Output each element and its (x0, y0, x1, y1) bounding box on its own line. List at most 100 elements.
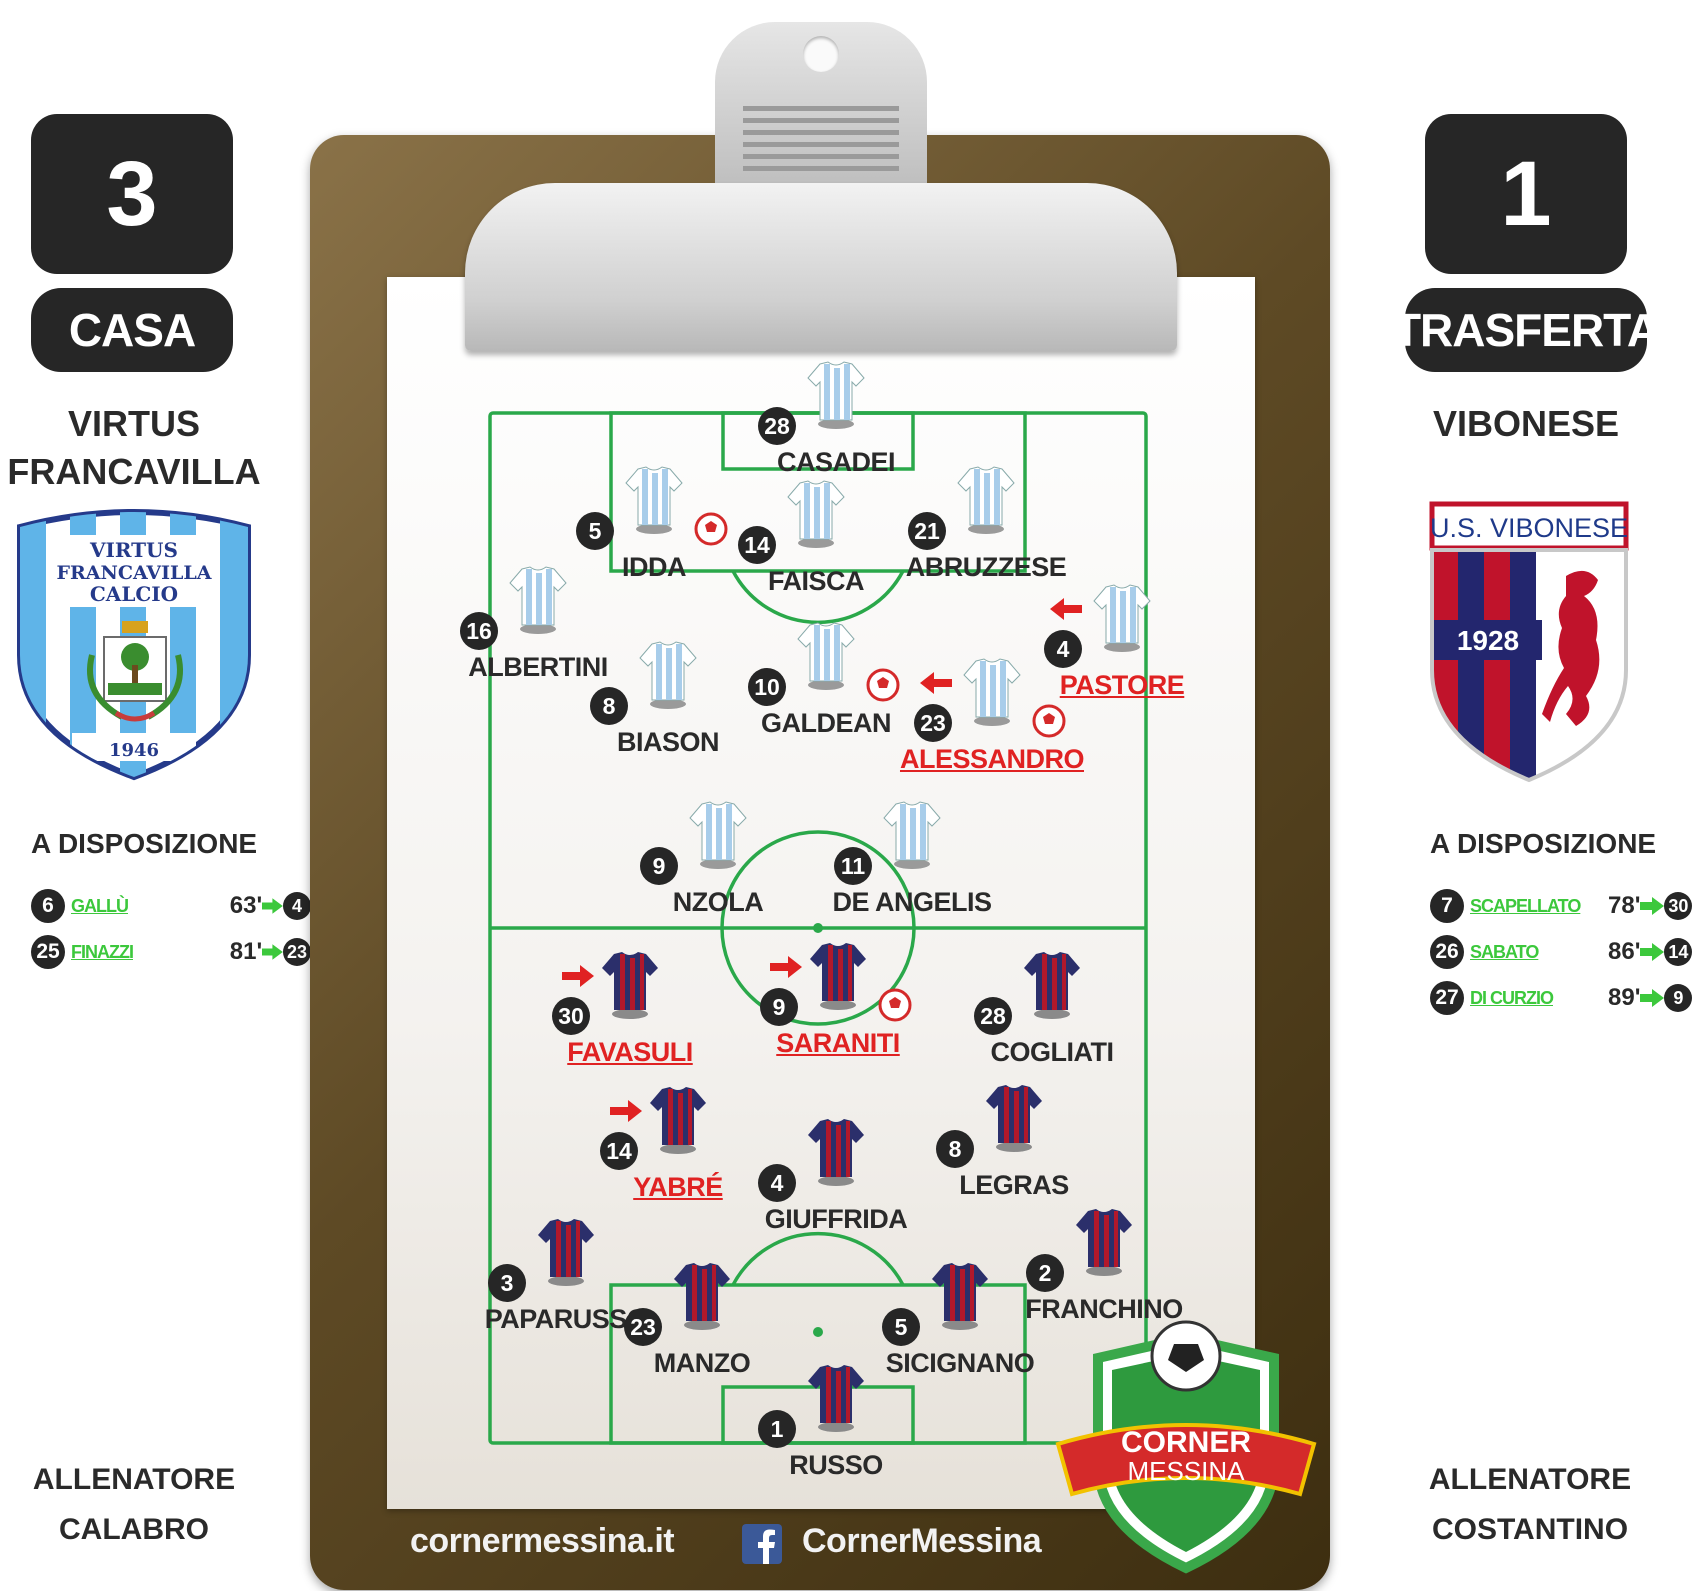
home-jersey-icon (797, 622, 855, 690)
home-player-number: 14 (738, 526, 776, 564)
away-player-number: 28 (974, 997, 1012, 1035)
home-tag: CASA (31, 288, 233, 372)
home-jersey-icon (509, 566, 567, 634)
away-player-name: FAVASULI (567, 1037, 693, 1067)
away-sub-row: 26 SABATO 86' 14 (1430, 932, 1708, 972)
home-player-number: 11 (834, 847, 872, 885)
home-player-number: 5 (576, 512, 614, 550)
corner-messina-badge: CORNER MESSINA (1055, 1320, 1317, 1574)
sub-off-arrow-icon (920, 672, 952, 694)
away-sub-minute: 86' (1608, 938, 1641, 965)
away-jersey-icon (932, 1263, 988, 1330)
away-sub-replaced-number: 14 (1664, 938, 1693, 966)
sub-off-arrow-icon (610, 1100, 642, 1122)
away-player-name: PAPARUSSO (484, 1304, 648, 1334)
facebook-icon[interactable] (742, 1524, 782, 1564)
sub-off-arrow-icon (1050, 598, 1082, 620)
away-player-number: 23 (624, 1308, 662, 1346)
goal-ball-icon (694, 512, 728, 546)
clipboard-clip-top (715, 22, 927, 192)
home-jersey-icon (883, 801, 941, 869)
away-score: 1 (1425, 114, 1627, 274)
away-player-number: 4 (758, 1164, 796, 1202)
home-jersey-icon (1093, 584, 1151, 652)
away-player-number: 8 (936, 1130, 974, 1168)
home-player-number: 23 (914, 704, 952, 742)
away-player-number: 1 (758, 1410, 796, 1448)
away-sub-replaced-number: 30 (1664, 892, 1693, 920)
crest-text-line2: FRANCAVILLA (57, 562, 212, 584)
substitution-arrow-icon (1640, 989, 1665, 1007)
away-jersey-icon (808, 1365, 864, 1432)
substitution-arrow-icon (262, 944, 283, 960)
away-jersey-icon (602, 952, 658, 1019)
home-player-number: 16 (460, 612, 498, 650)
goal-ball-icon (866, 668, 900, 702)
away-jersey-icon (650, 1087, 706, 1154)
home-sub-replaced-number: 23 (283, 938, 311, 966)
away-player-name: SARANITI (776, 1028, 900, 1058)
home-bench-list: 6 GALLÙ 63' 4 25 FINAZZI 81' 23 (31, 886, 311, 972)
home-coach: ALLENATORE CALABRO (0, 1455, 268, 1555)
home-player-name: IDDA (622, 552, 687, 582)
home-player-name: PASTORE (1059, 670, 1185, 700)
away-player-name: COGLIATI (990, 1037, 1114, 1067)
away-tag: TRASFERTA (1393, 288, 1660, 372)
home-player-name: FAISCA (767, 566, 865, 596)
footer-social[interactable]: CornerMessina (802, 1522, 1042, 1560)
away-player-number: 5 (882, 1308, 920, 1346)
away-player-number: 3 (488, 1264, 526, 1302)
away-player-name: LEGRAS (959, 1170, 1069, 1200)
away-sub-name: SCAPELLATO (1470, 895, 1581, 916)
away-jersey-icon (986, 1085, 1042, 1152)
crest-year: 1946 (109, 740, 159, 761)
away-sub-row: 7 SCAPELLATO 78' 30 (1430, 886, 1708, 926)
vibonese-year: 1928 (1457, 625, 1519, 656)
home-bench-title: A DISPOSIZIONE (31, 828, 258, 859)
away-sub-row: 27 DI CURZIO 89' 9 (1430, 978, 1708, 1018)
home-sub-number: 25 (31, 935, 65, 969)
home-player-name: CASADEI (776, 447, 896, 477)
away-jersey-icon (808, 1119, 864, 1186)
home-jersey-icon (625, 466, 683, 534)
away-sub-number: 26 (1430, 935, 1464, 969)
away-team-name: VIBONESE (1432, 403, 1620, 444)
away-jersey-icon (538, 1219, 594, 1286)
home-score-value: 3 (106, 142, 158, 245)
home-score: 3 (31, 114, 233, 274)
away-player-name: GIUFFRIDA (764, 1204, 908, 1234)
away-sub-minute: 78' (1608, 892, 1641, 919)
vibonese-crest: U.S. VIBONESE 1928 (1429, 501, 1629, 783)
home-player-number: 10 (748, 668, 786, 706)
home-player-number: 4 (1044, 630, 1082, 668)
away-player-number: 30 (552, 997, 590, 1035)
away-sub-replaced-number: 9 (1664, 984, 1693, 1012)
home-sub-row: 25 FINAZZI 81' 23 (31, 932, 311, 972)
away-jersey-icon (1076, 1209, 1132, 1276)
footer-site[interactable]: cornermessina.it (410, 1522, 675, 1560)
crest-text-line3: CALCIO (90, 582, 178, 606)
home-jersey-icon (957, 466, 1015, 534)
home-player-name: ALESSANDRO (899, 744, 1085, 774)
away-score-value: 1 (1500, 142, 1552, 245)
away-coach-label: ALLENATORE (1428, 1463, 1632, 1496)
home-sub-minute: 63' (229, 892, 263, 919)
home-sub-minute: 81' (229, 938, 263, 965)
away-player-number: 14 (600, 1132, 638, 1170)
